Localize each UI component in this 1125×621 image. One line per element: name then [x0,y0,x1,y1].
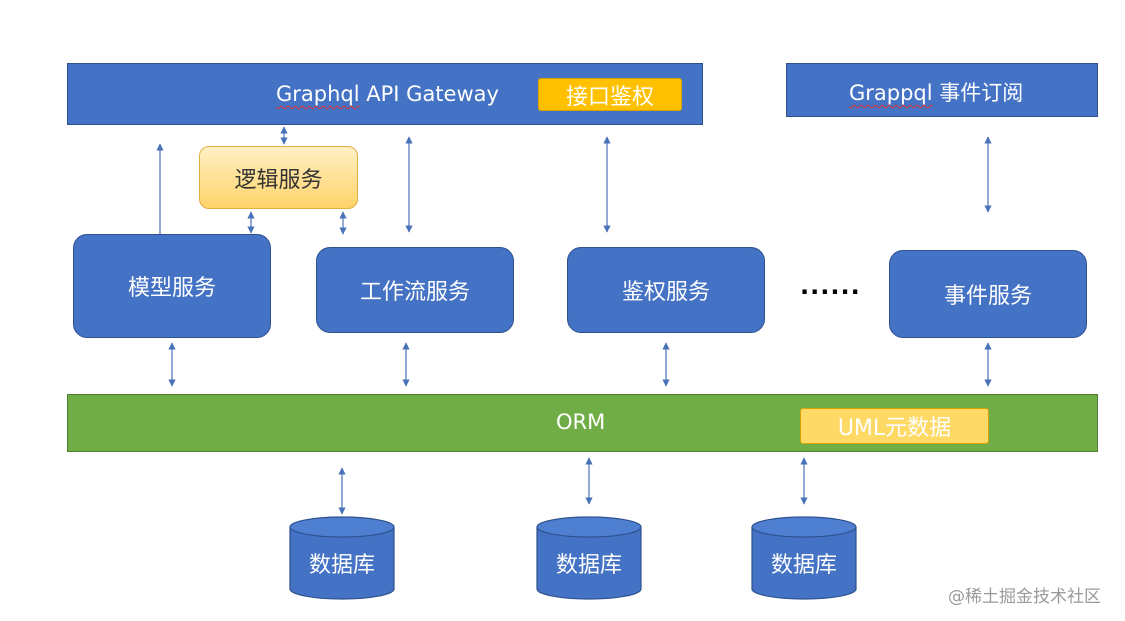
auth-service-box: 鉴权服务 [567,247,765,333]
database-cylinder-3 [751,516,857,600]
model-service-box: 模型服务 [73,234,271,338]
watermark: @稀土掘金技术社区 [948,587,1101,607]
interface-auth-tag: 接口鉴权 [538,78,682,111]
more-services-ellipsis: ...... [800,272,861,300]
orm-label: ORM [556,410,606,434]
database-label-1: 数据库 [308,553,375,578]
subscription-title: Grappql 事件订阅 [849,81,1024,105]
database-label-2: 数据库 [555,553,622,578]
gateway-title: Graphql API Gateway [276,82,499,106]
workflow-service-box: 工作流服务 [316,247,514,333]
database-label-3: 数据库 [770,553,837,578]
database-cylinder-2 [536,516,642,600]
event-service-box: 事件服务 [889,250,1087,338]
database-cylinder-1 [289,516,395,600]
uml-metadata-tag: UML元数据 [800,408,989,444]
logic-service-box: 逻辑服务 [199,146,358,209]
event-subscription-bar: Grappql 事件订阅 [786,63,1098,117]
